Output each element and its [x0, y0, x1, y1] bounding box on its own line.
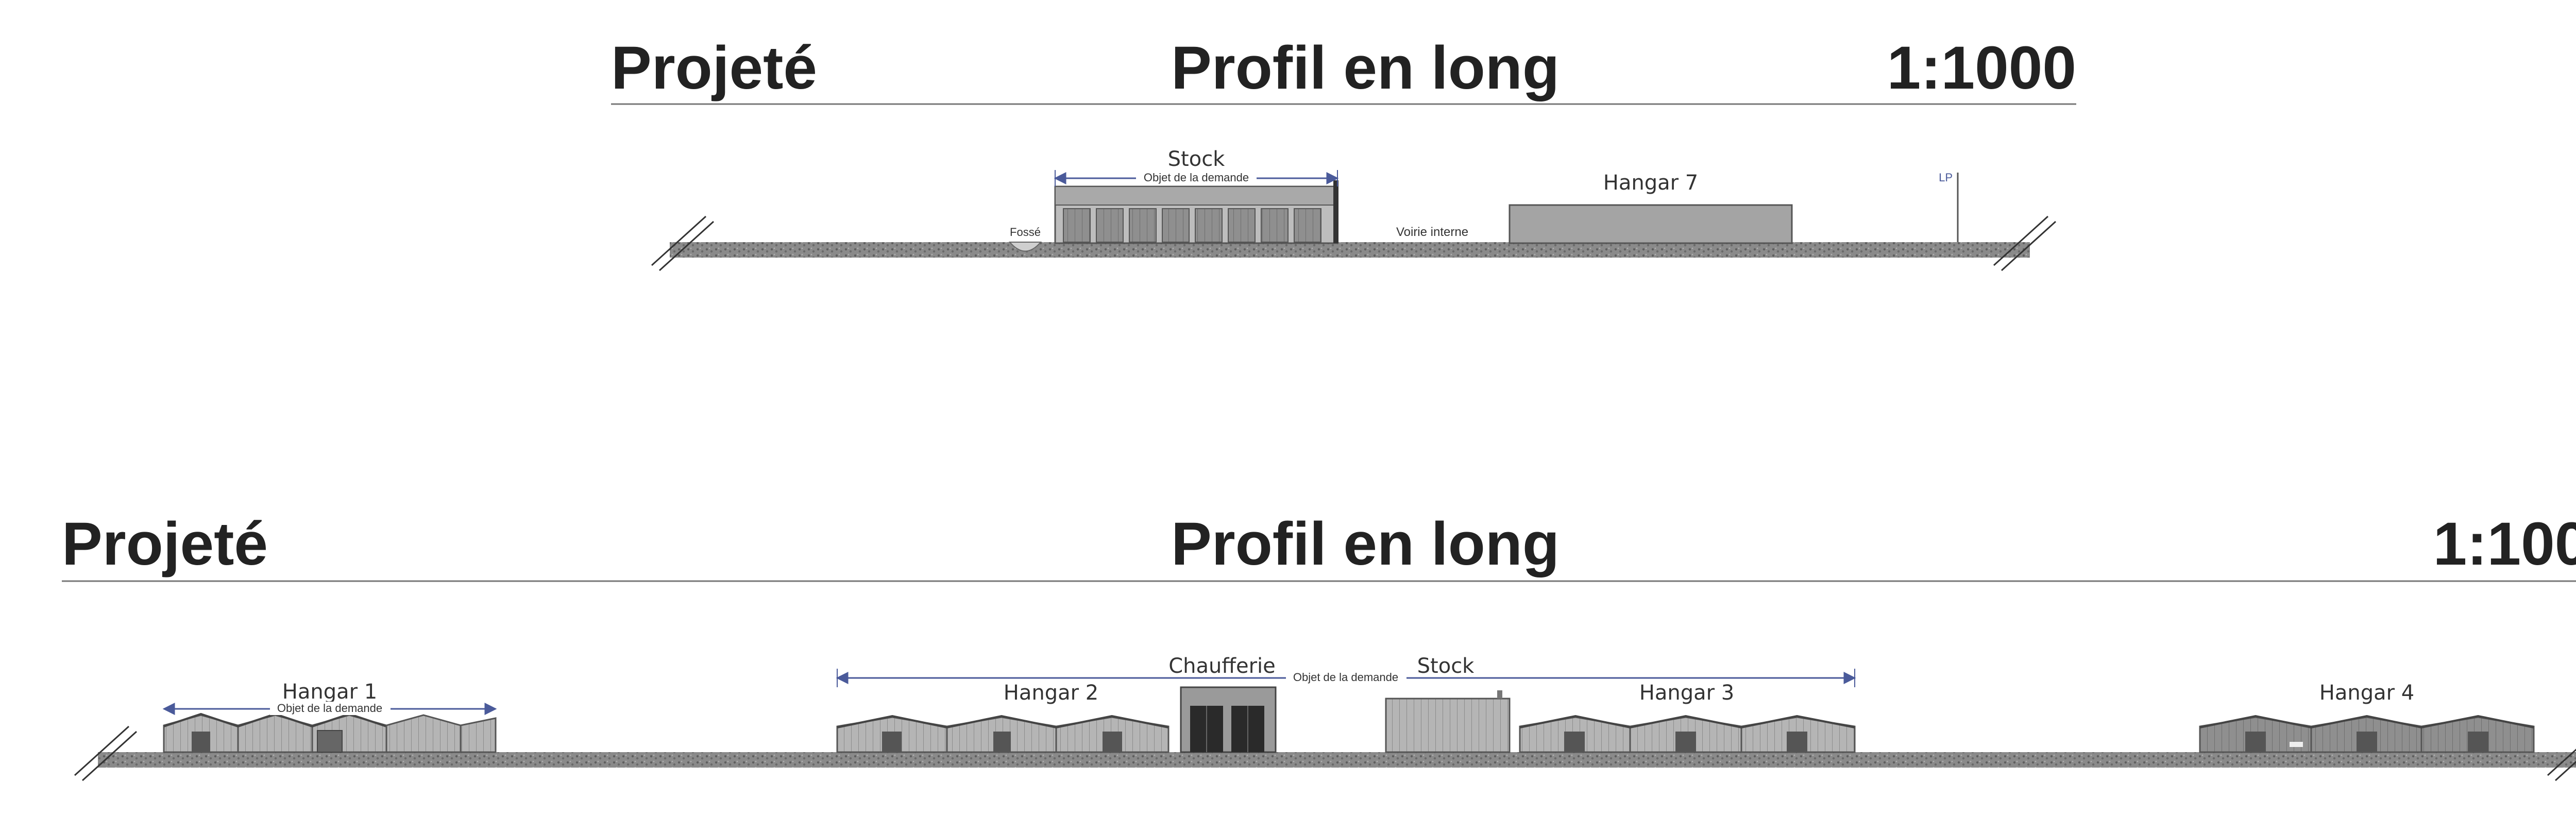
bottom-sheet: Projeté Profil en long 1:1000 Hangar 1 O…	[62, 510, 2576, 782]
hangar3-label: Hangar 3	[1639, 681, 1734, 705]
top-stock-label: Stock	[1168, 147, 1226, 171]
hangar2-building	[836, 715, 1170, 753]
bottom-ground	[98, 752, 2576, 768]
lp-label: LP	[1939, 171, 1953, 184]
bottom-objet-label: Objet de la demande	[1293, 671, 1398, 684]
top-stock-building	[1054, 180, 1338, 244]
hangar4-building	[2199, 715, 2535, 753]
bottom-stock-building	[1385, 698, 1511, 753]
voirie-label: Voirie interne	[1396, 225, 1468, 239]
bottom-stock-chimney	[1497, 690, 1502, 699]
fosse-label: Fossé	[1010, 226, 1041, 239]
bottom-objet-label-bg	[1286, 671, 1406, 684]
hangar1-objet-label: Objet de la demande	[277, 702, 382, 715]
bottom-left-title: Projeté	[62, 510, 268, 578]
top-left-title: Projeté	[611, 34, 817, 102]
chaufferie-label: Chaufferie	[1168, 654, 1275, 678]
top-objet-label-bg	[1136, 171, 1257, 184]
top-sheet: Projeté Profil en long 1:1000 Fossé	[611, 34, 2076, 271]
hangar4-label: Hangar 4	[2319, 681, 2414, 705]
hangar1-label: Hangar 1	[282, 680, 377, 704]
hangar1-objet-bg	[270, 702, 391, 715]
bottom-right-break-marks	[2547, 749, 2576, 782]
fosse-ditch	[1008, 242, 1042, 252]
hangar2-label: Hangar 2	[1004, 681, 1098, 705]
top-center-title: Profil en long	[1171, 34, 1560, 102]
hangar1-building	[163, 712, 449, 753]
hangar7-label: Hangar 7	[1603, 171, 1698, 195]
hangar3-building	[1519, 715, 1856, 753]
top-scale: 1:1000	[1887, 34, 2076, 102]
top-ground	[670, 242, 2030, 258]
bottom-scale: 1:1000	[2433, 510, 2576, 578]
bottom-stock-label: Stock	[1417, 654, 1475, 678]
top-right-break-marks	[1993, 215, 2057, 271]
bottom-center-title: Profil en long	[1171, 510, 1560, 578]
hangar7-building	[1509, 204, 1793, 244]
chaufferie-building	[1180, 686, 1277, 753]
hangar1-extension	[385, 714, 497, 753]
top-left-break-marks	[651, 215, 715, 271]
bottom-left-break-marks	[74, 725, 138, 782]
top-objet-label: Objet de la demande	[1144, 171, 1249, 184]
